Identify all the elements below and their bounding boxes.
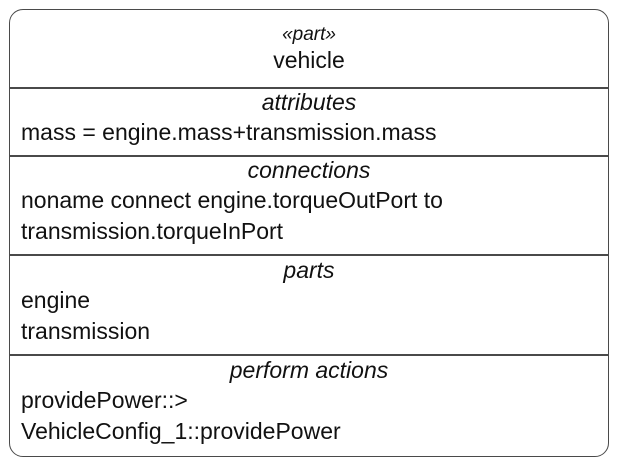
perform-actions-compartment-title: perform actions <box>229 357 389 383</box>
attribute-line: mass = engine.mass+transmission.mass <box>21 119 437 145</box>
compartment-divider <box>10 155 608 157</box>
attributes-compartment-title: attributes <box>261 89 357 115</box>
vehicle-part-block: «part» vehicle attributes mass = engine.… <box>9 9 609 457</box>
parts-compartment-title: parts <box>283 257 335 283</box>
block-name: vehicle <box>273 47 345 73</box>
connection-line: noname connect engine.torqueOutPort to <box>21 187 443 213</box>
perform-action-line: providePower::> <box>21 387 188 413</box>
part-line: engine <box>21 287 91 313</box>
compartment-divider <box>10 354 608 356</box>
connection-line: transmission.torqueInPort <box>21 218 284 244</box>
part-line: transmission <box>21 318 151 344</box>
perform-action-line: VehicleConfig_1::providePower <box>21 418 341 444</box>
stereotype-label: «part» <box>282 24 336 45</box>
connections-compartment-title: connections <box>247 157 371 183</box>
compartment-divider <box>10 87 608 89</box>
compartment-divider <box>10 254 608 256</box>
